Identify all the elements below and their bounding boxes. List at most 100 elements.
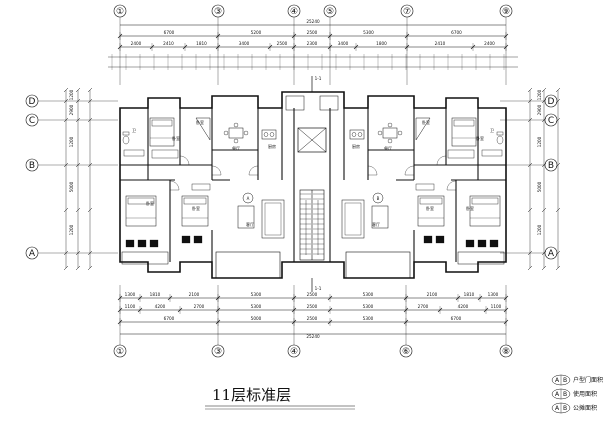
toilet-right-tank: [496, 131, 504, 136]
dim-overall-top: 25240: [306, 19, 320, 24]
dim-bot-r2-text-3: 5300: [251, 304, 262, 309]
door-swing-2: [248, 165, 259, 176]
axis-bottom-4-label: ⑧: [502, 347, 510, 357]
dim-right-tick: [541, 87, 547, 93]
dim-right-tick: [541, 207, 547, 213]
axis-left-3-label: A: [29, 249, 36, 259]
dim-bot-r3-text-3: 5300: [363, 316, 374, 321]
dim-right-tick: [527, 162, 533, 168]
dim-top-r3-text-3: 3400: [239, 41, 250, 46]
dim-left-tick: [87, 162, 93, 168]
dim-bot-r3-text-0: 6700: [164, 316, 175, 321]
dining-table-right: [382, 127, 398, 139]
dim-bot-r1-text-7: 1810: [464, 292, 475, 297]
legend-sub-1: B: [563, 391, 567, 398]
dim-left-tick: [87, 87, 93, 93]
axis-bottom-0-label: ①: [116, 347, 124, 357]
legend-code-1: A: [555, 391, 560, 398]
bed-right-3: [417, 195, 445, 227]
dim-top-r2-text-0: 6700: [164, 30, 175, 35]
dim-bot-r1-text-4: 2500: [307, 292, 318, 297]
room-label-12: 卧室: [466, 205, 474, 211]
desk-right: [447, 149, 475, 159]
dim-bot-r3-text-2: 2500: [307, 316, 318, 321]
room-label-14: 卧室: [196, 119, 204, 125]
dim-top-r3-text-8: 2410: [435, 41, 446, 46]
legend-text-0: 户型门面积: [573, 376, 603, 384]
sofa-left: [261, 199, 285, 239]
dim-left-tick: [87, 250, 93, 256]
coffee-table-right: [371, 205, 389, 229]
dim-left-tick: [75, 98, 81, 104]
dim-left-tick: [87, 98, 93, 104]
dim-bot-r3-text-4: 6700: [451, 316, 462, 321]
legend-code-0: A: [555, 377, 560, 384]
dim-bot-r2-text-0: 1100: [125, 304, 136, 309]
dim-right-tick: [555, 98, 561, 104]
door-swing-6: [169, 180, 180, 191]
chair-right-3: [465, 239, 475, 248]
dim-top-r3-text-0: 2400: [131, 41, 142, 46]
dim-left-tick: [63, 98, 69, 104]
dim-bot-r3-text-1: 5000: [251, 316, 262, 321]
furniture-fixtures: 卧室卧室卧室卧室餐厅餐厅厨房厨房客厅客厅卫卫卧室卧室卧室卧室: [122, 117, 504, 248]
axis-bottom-3-label: ⑥: [402, 347, 410, 357]
room-label-11: 卫: [490, 128, 494, 133]
dim-left-tick: [63, 207, 69, 213]
balcony-bay-left: [121, 251, 169, 265]
toilet-right: [496, 135, 504, 145]
vanity-left: [123, 149, 145, 157]
dim-top-r3-text-7: 1800: [376, 41, 387, 46]
dim-bot-r2-text-7: 4200: [458, 304, 469, 309]
chair-left-1: [125, 239, 135, 248]
dining-table-left-chair-2: [233, 122, 239, 128]
dim-right-tick: [527, 250, 533, 256]
dim-left-text-4: 1200: [69, 224, 74, 235]
dim-bot-r2-text-5: 5300: [363, 304, 374, 309]
dim-right-tick: [541, 98, 547, 104]
stove-left-burner-1: [263, 132, 269, 137]
balcony-right: [345, 251, 411, 279]
bed-left-3: [181, 195, 209, 227]
door-swing-0: [179, 155, 190, 166]
dim-right-tick: [555, 87, 561, 93]
stove-right: [349, 129, 365, 140]
dim-left-tick: [75, 250, 81, 256]
shaft-right: [319, 95, 339, 111]
wardrobe-right: [415, 183, 435, 191]
stove-right-burner-1: [351, 132, 357, 137]
axis-bottom-2-label: ④: [290, 347, 298, 357]
axis-bottom-1-label: ③: [214, 347, 222, 357]
door-swing-5: [436, 155, 447, 166]
balcony-bay-right: [457, 251, 505, 265]
axis-top-2-label: ④: [290, 7, 298, 17]
dim-bot-r1-text-5: 5300: [363, 292, 374, 297]
dining-table-left: [228, 127, 244, 139]
dim-right-tick: [541, 117, 547, 123]
dim-right-tick: [555, 250, 561, 256]
dim-bot-r1-text-2: 2100: [189, 292, 200, 297]
bed-right-2: [469, 195, 501, 227]
dim-left-tick: [75, 87, 81, 93]
dim-right-tick: [527, 265, 533, 271]
shower-left: [195, 117, 211, 141]
unit-marker-0: [242, 192, 254, 204]
dim-bot-r1-text-3: 5300: [251, 292, 262, 297]
unit-marker-label-1: B: [377, 196, 380, 201]
axis-top-0-label: ①: [116, 7, 124, 17]
door-swing-4: [404, 165, 415, 176]
sofa-right: [341, 199, 365, 239]
axis-right-2-label: B: [548, 161, 554, 171]
dim-right-tick: [527, 87, 533, 93]
chair-right-4: [423, 235, 433, 244]
room-label-9: 客厅: [372, 221, 380, 227]
dim-left-tick: [63, 87, 69, 93]
chair-left-4: [181, 235, 191, 244]
balcony-left: [215, 251, 281, 279]
shower-right: [415, 117, 431, 141]
dining-table-left-chair-3: [233, 138, 239, 144]
section-marker-top: 1-1: [315, 76, 322, 81]
desk-left: [151, 149, 179, 159]
dim-top-r2-text-3: 5300: [363, 30, 374, 35]
